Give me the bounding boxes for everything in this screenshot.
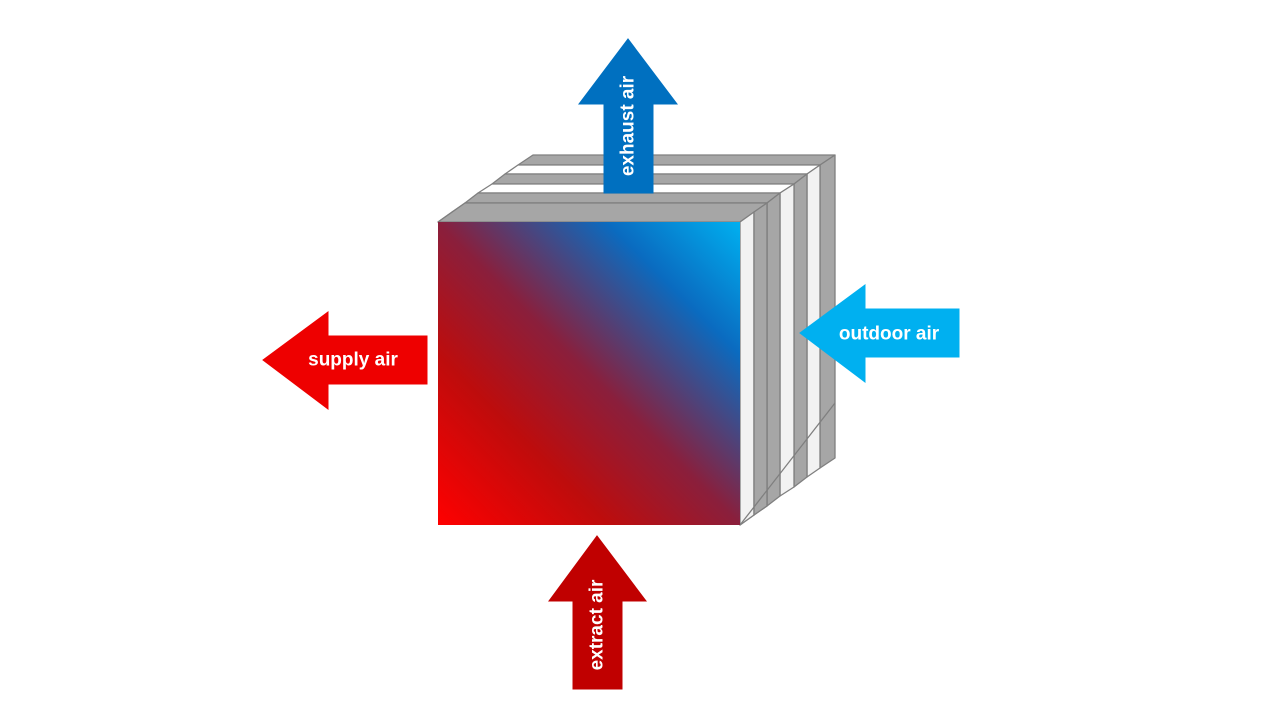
outdoor-air-label: outdoor air xyxy=(839,324,940,345)
plate-top-strip xyxy=(504,164,821,175)
plate-bottom-edge xyxy=(739,402,836,526)
exhaust-air-label: exhaust air xyxy=(618,75,639,176)
exhaust-arrow-shape xyxy=(577,38,679,194)
plate-top-strip xyxy=(517,154,836,166)
plate-side-front xyxy=(739,211,755,526)
extract-air-arrow: extract air xyxy=(548,535,648,690)
plate-side-strip xyxy=(766,192,781,507)
supply-arrow-shape xyxy=(262,311,428,411)
supply-air-label: supply air xyxy=(308,350,398,371)
plate-stack xyxy=(437,154,836,526)
plate-side-strip xyxy=(779,183,795,497)
extract-arrow-shape xyxy=(548,535,648,690)
exchanger-front-face xyxy=(438,222,740,525)
outdoor-air-arrow: outdoor air xyxy=(799,284,960,384)
plate-top-front xyxy=(437,202,768,223)
plate-top-strip xyxy=(464,192,781,204)
exhaust-air-arrow: exhaust air xyxy=(577,38,679,194)
supply-air-arrow: supply air xyxy=(262,311,428,411)
extract-air-label: extract air xyxy=(587,579,608,670)
outdoor-arrow-shape xyxy=(799,284,960,384)
plate-side-front-dark xyxy=(753,202,768,516)
